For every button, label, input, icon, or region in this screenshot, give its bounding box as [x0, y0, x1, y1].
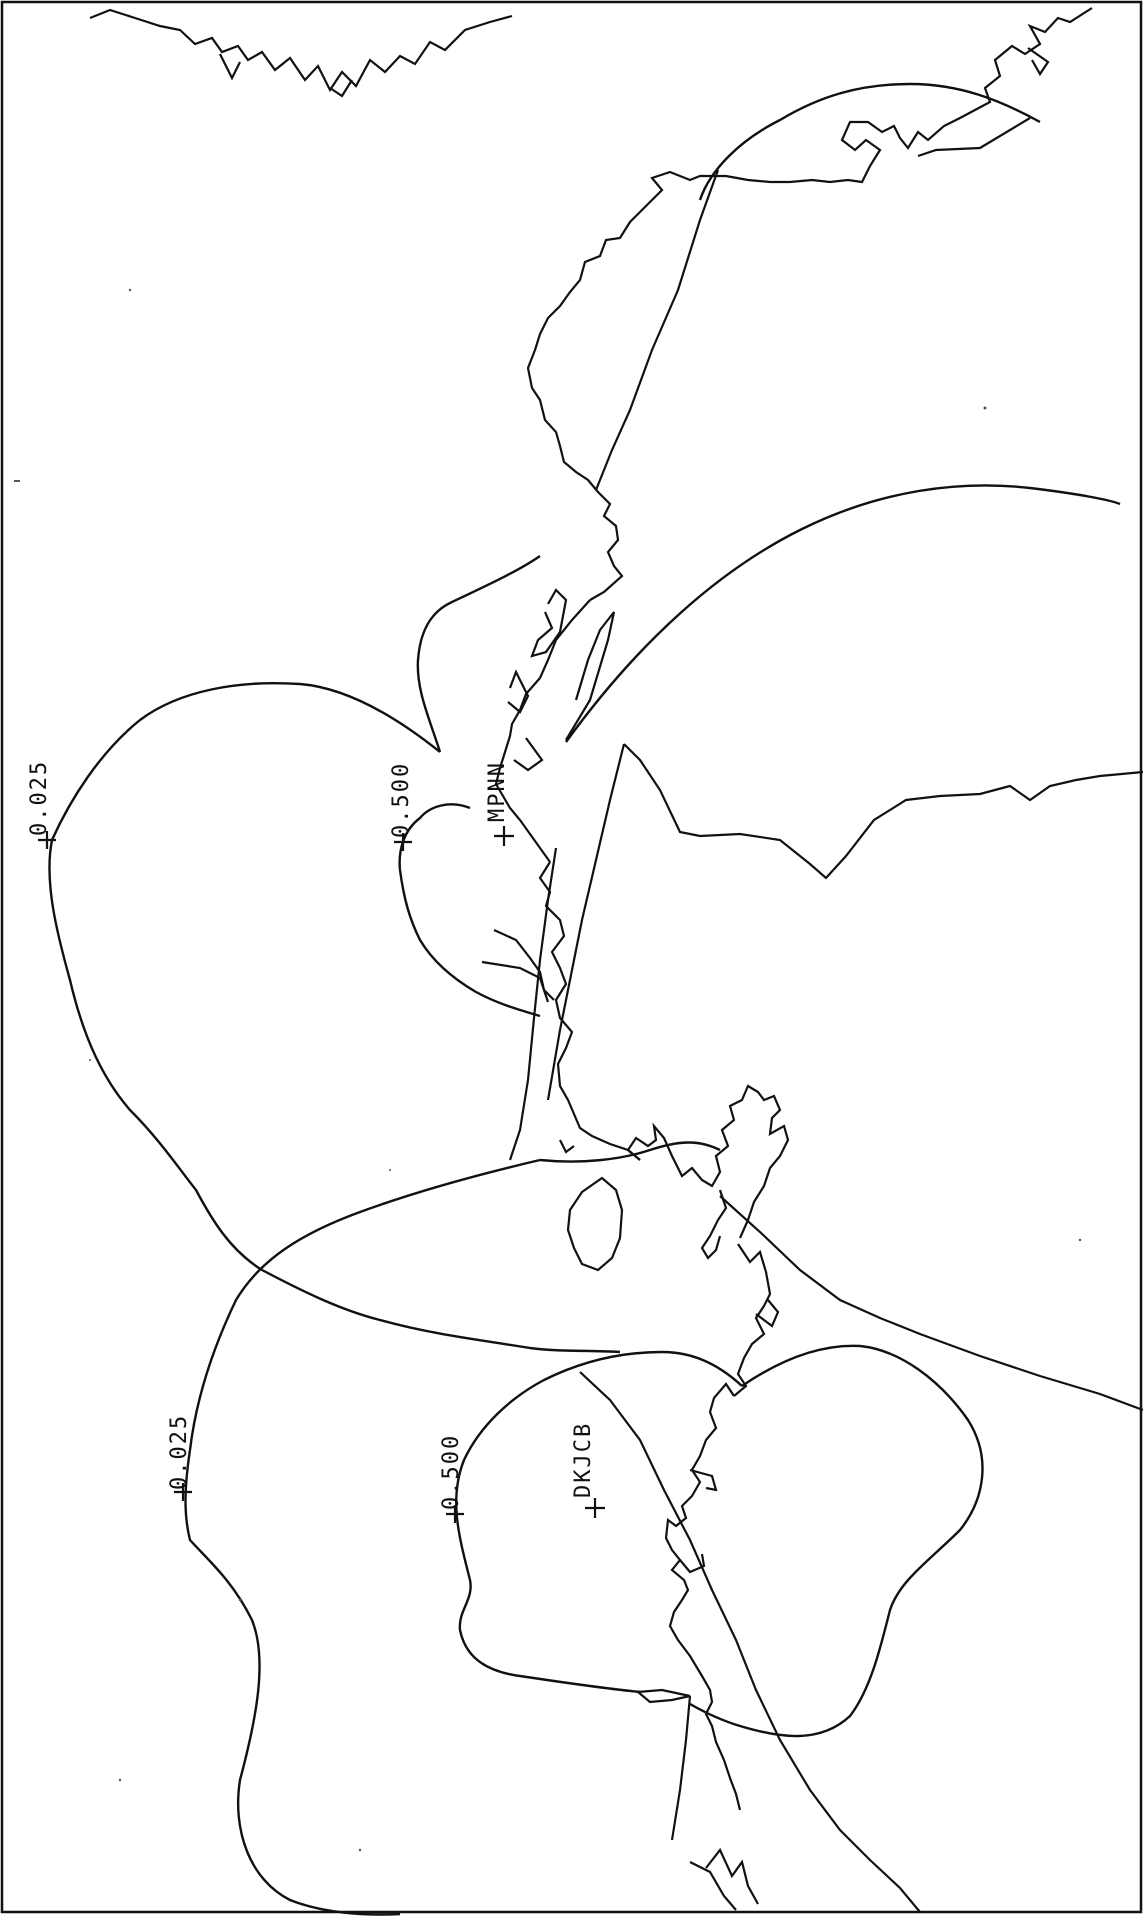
long-diagonal-north: [594, 169, 720, 491]
label-cross-bottom-inner: [446, 1505, 464, 1523]
contour-top-east-lobe: [416, 555, 541, 753]
coastline-bay-inlet: [733, 1243, 772, 1397]
station-label-top: MPNN: [485, 761, 510, 822]
coastline-middle: [538, 861, 641, 1161]
coastline-north: [89, 8, 513, 93]
lower-inland-line: [670, 1695, 692, 1841]
contour-bottom-east-lobe: [689, 1344, 984, 1738]
contour-top-outer: [48, 681, 621, 1354]
station-label-bottom: DKJCB: [571, 1422, 596, 1498]
contour-label-bottom-inner: 0.500: [439, 1434, 464, 1510]
coastline-northeast-spike: [1027, 47, 1050, 77]
southern-spit: [635, 1688, 691, 1704]
contour-label-bottom-outer: 0.025: [167, 1414, 192, 1490]
station-bottom-marker: [585, 1498, 605, 1518]
coastline-central: [494, 599, 591, 863]
coastline-south-inlet-2: [679, 1553, 706, 1574]
coastline-bay-east: [700, 1189, 728, 1260]
contour-label-top-outer: 0.025: [27, 760, 52, 836]
coastline-north-spur-2: [329, 79, 353, 98]
scan-specks: [14, 288, 1082, 1852]
eastern-boundary-line: [623, 743, 1143, 880]
coastline-inlet-3: [513, 737, 544, 772]
coastline-southernmost-2: [705, 1847, 759, 1905]
coastline-south: [664, 1382, 742, 1811]
contour-label-top-inner: 0.500: [389, 762, 414, 838]
island: [566, 1176, 624, 1272]
contour-bottom-inner: [455, 1350, 743, 1694]
contour-bottom-outer-right: [539, 1141, 721, 1163]
contour-top-inner: [398, 803, 541, 1018]
inland-diagonal: [546, 743, 626, 1101]
coastline-bay-inlet-2: [755, 1299, 780, 1328]
contour-crossing-line: [698, 82, 1041, 201]
islet-1: [559, 1139, 575, 1154]
coastline-east-sweep: [917, 117, 1031, 158]
label-cross-bottom-outer: [174, 1483, 192, 1501]
coastline-middle-inlet-2: [481, 960, 550, 1003]
peninsula-strip: [565, 611, 616, 741]
coastline-northeast: [526, 7, 1093, 601]
coastline-north-spur: [219, 53, 241, 81]
label-cross-top-outer: [38, 831, 56, 849]
contour-bottom-outer: [184, 1158, 541, 1916]
coastline-southernmost: [689, 1861, 737, 1911]
station-top-marker: [494, 826, 514, 846]
coastline-inlet-1: [530, 588, 568, 658]
coastline-south-inlet: [689, 1468, 718, 1492]
coastline-inlet-2: [507, 669, 530, 714]
south-east-line: [719, 1195, 1143, 1412]
label-cross-top-inner: [394, 833, 412, 851]
long-diagonal-center: [508, 847, 558, 1161]
contour-east-arc: [565, 484, 1121, 743]
coastline-bay: [626, 1084, 790, 1239]
southern-diagonal: [579, 1371, 921, 1913]
